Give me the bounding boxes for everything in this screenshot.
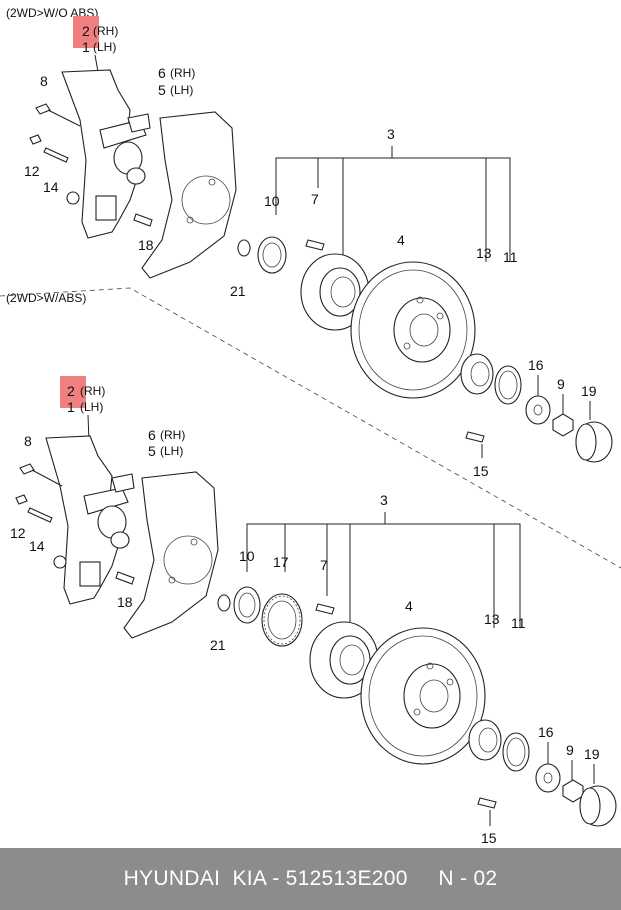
label-part-10: 10 [264,193,280,209]
label-knuckle-lh-side: (LH) [80,400,103,414]
label-knuckle-rh-side: (RH) [80,384,105,398]
label-part-17: 17 [273,554,289,570]
steering-knuckle [45,435,135,605]
hub [300,253,370,331]
label-part-3: 3 [380,492,388,508]
label-knuckle-rh-side: (RH) [93,24,118,38]
brake-disc [350,261,476,399]
label-cover-lh-side: (LH) [160,444,183,458]
hub-cap [575,421,613,463]
label-part-12: 12 [10,525,26,541]
label-knuckle-rh: 2 [67,383,75,399]
label-part-10: 10 [239,548,255,564]
label-part-16: 16 [538,724,554,740]
label-knuckle-lh: 1 [67,399,75,415]
section-divider [0,287,621,569]
label-part-16: 16 [528,357,544,373]
label-part-8: 8 [40,73,48,89]
label-part-4: 4 [405,598,413,614]
label-cover-rh: 6 [158,65,166,81]
label-cover-lh: 5 [148,443,156,459]
label-part-8: 8 [24,433,32,449]
label-part-3: 3 [387,126,395,142]
label-part-11: 11 [503,249,518,265]
brake-disc [360,627,486,765]
label-part-14: 14 [29,538,45,554]
label-part-13: 13 [476,245,492,261]
label-part-18: 18 [138,237,154,253]
label-part-9: 9 [566,742,574,758]
label-cover-lh: 5 [158,82,166,98]
label-part-19: 19 [584,746,600,762]
label-part-18: 18 [117,594,133,610]
label-knuckle-lh: 1 [82,39,90,55]
abs-sensor-ring [261,593,303,647]
part-number-footer: HYUNDAI KIA - 512513E200 N - 02 [0,848,621,910]
highlight-marker [60,376,86,408]
section-caption: (2WD>W/ABS) [6,291,86,305]
label-cover-lh-side: (LH) [170,83,193,97]
wheel-bearing [460,353,494,395]
label-part-7: 7 [320,557,328,573]
wheel-bearing [468,719,502,761]
label-part-9: 9 [557,376,565,392]
section-with-abs: (2WD>W/ABS) 2 (RH) 1 (LH) 8 12 14 18 6 (… [6,291,617,846]
hub [309,621,379,699]
label-cover-rh-side: (RH) [160,428,185,442]
oil-seal [233,586,261,624]
label-knuckle-lh-side: (LH) [93,40,116,54]
snap-ring [494,365,522,405]
dust-cover [123,471,219,639]
exploded-parts-diagram: (2WD>W/O ABS) 2 (RH) 1 (LH) 8 12 14 18 6… [0,6,621,846]
dust-cover [141,111,237,279]
label-part-21: 21 [230,283,246,299]
label-cover-rh-side: (RH) [170,66,195,80]
hub-cap [579,785,617,827]
label-part-15: 15 [481,830,497,846]
label-part-4: 4 [397,232,405,248]
label-part-13: 13 [484,611,500,627]
label-part-14: 14 [43,179,59,195]
snap-ring [502,732,530,772]
label-part-15: 15 [473,463,489,479]
section-without-abs: (2WD>W/O ABS) 2 (RH) 1 (LH) 8 12 14 18 6… [6,6,613,479]
label-cover-rh: 6 [148,427,156,443]
label-part-19: 19 [581,383,597,399]
label-part-12: 12 [24,163,40,179]
label-part-7: 7 [311,191,319,207]
highlight-marker [73,16,99,48]
label-part-21: 21 [210,637,226,653]
steering-knuckle [61,69,151,239]
label-part-11: 11 [511,615,526,631]
label-knuckle-rh: 2 [82,23,90,39]
oil-seal [257,236,287,274]
